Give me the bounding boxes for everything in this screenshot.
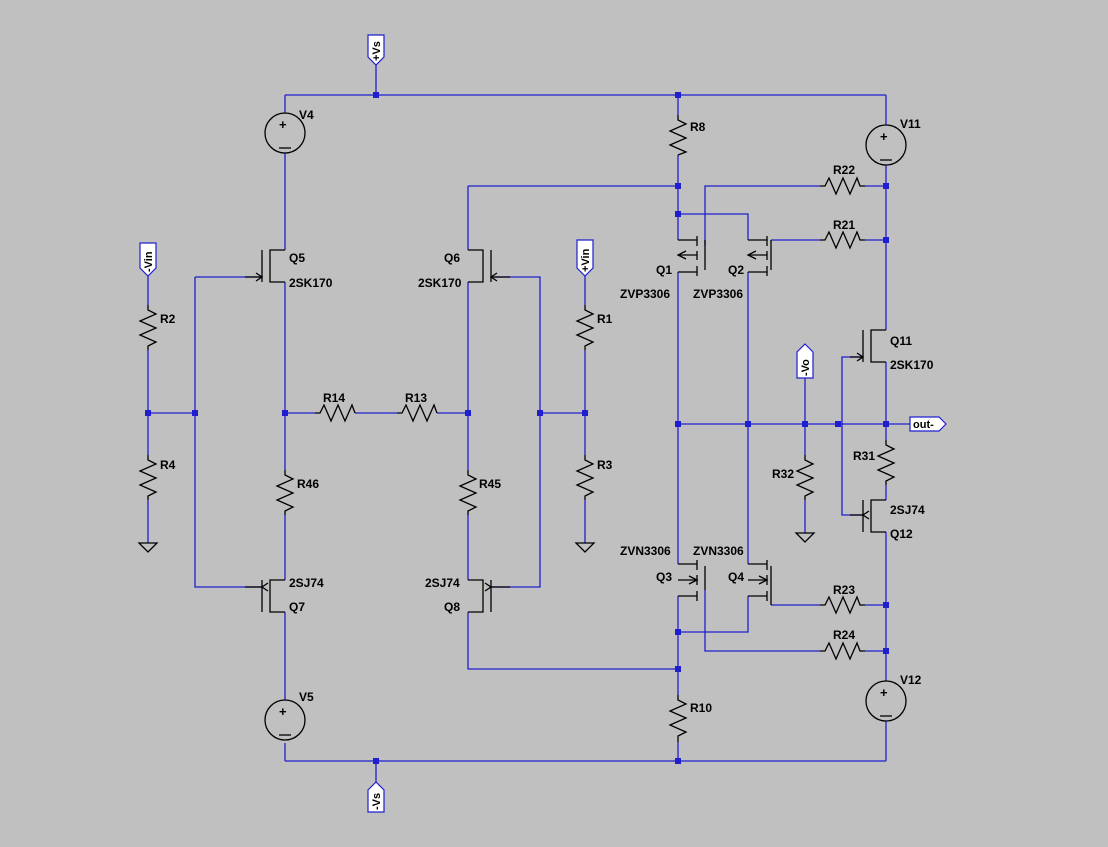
resistor-r22: R22 [820,163,865,196]
resistor-r23: R23 [820,583,865,615]
resistor-r46: R46 [275,470,319,515]
q1-label: Q1 [656,263,672,277]
q2-part: ZVP3306 [693,287,743,301]
r46-label: R46 [297,477,319,491]
mosfet-q2: Q2 ZVP3306 [693,236,772,301]
q5-part: 2SK170 [289,276,333,290]
jfet-q6: Q6 2SK170 [418,249,510,290]
q6-label: Q6 [444,251,460,265]
q2-label: Q2 [728,263,744,277]
svg-text:+: + [880,129,888,144]
q1-part: ZVP3306 [620,287,670,301]
q11-label: Q11 [890,334,912,348]
v4-label: V4 [299,108,314,122]
jfet-q5: Q5 2SK170 [245,249,333,290]
junction-dots [145,92,889,764]
port-vs-pos-label: +Vs [371,41,383,61]
mosfet-q1: Q1 ZVP3306 [620,236,706,301]
port-out-neg-label: out- [913,419,934,431]
jfet-q7: 2SJ74 Q7 [245,576,324,614]
r31-label: R31 [853,449,875,463]
q8-label: Q8 [444,600,460,614]
v12-label: V12 [900,673,922,687]
resistor-r2: R2 [138,305,176,350]
q4-part: ZVN3306 [693,544,744,558]
resistor-r1: R1 [575,305,613,350]
svg-text:+: + [880,685,888,700]
r22-label: R22 [833,163,855,177]
q3-part: ZVN3306 [620,544,671,558]
ground-symbol [794,532,816,543]
mosfet-q4: ZVN3306 Q4 [693,544,772,605]
r3-label: R3 [597,458,613,472]
r21-label: R21 [833,218,855,232]
r24-label: R24 [833,628,855,642]
v5-label: V5 [299,690,314,704]
port-vin-pos: +Vin [576,239,594,277]
voltage-source-v4: + V4 [264,108,314,154]
resistor-r14: R14 [315,391,356,423]
resistor-r21: R21 [820,218,865,250]
resistor-r24: R24 [820,628,865,661]
q12-part: 2SJ74 [890,503,925,517]
wires [147,65,910,782]
q7-label: Q7 [289,600,305,614]
resistor-r3: R3 [575,455,613,500]
resistor-r45: R45 [458,470,501,515]
resistor-r8: R8 [668,115,706,156]
r23-label: R23 [833,583,855,597]
resistor-r10: R10 [668,695,712,742]
q8-part: 2SJ74 [425,576,460,590]
r4-label: R4 [160,458,176,472]
q3-label: Q3 [656,570,672,584]
v11-label: V11 [900,117,921,131]
r8-label: R8 [690,120,706,134]
r45-label: R45 [479,477,501,491]
r13-label: R13 [405,391,427,405]
jfet-q8: 2SJ74 Q8 [425,576,510,614]
jfet-q12: 2SJ74 Q12 [850,499,925,541]
port-vin-neg: -Vin [139,242,157,277]
port-vo-neg: -Vo [796,343,814,379]
voltage-source-v11: + V11 [865,117,921,166]
resistor-r31: R31 [853,440,896,485]
resistor-r32: R32 [772,455,815,500]
port-vin-pos-label: +Vin [580,248,592,272]
q4-label: Q4 [728,570,744,584]
resistor-r4: R4 [138,455,176,500]
r32-label: R32 [772,467,794,481]
q12-label: Q12 [890,527,913,541]
q6-part: 2SK170 [418,276,462,290]
port-vs-pos: +Vs [367,34,385,66]
ground-symbol [137,542,159,553]
port-vs-neg-label: -Vs [371,793,383,810]
svg-text:+: + [279,704,287,719]
port-out-neg: out- [909,416,947,432]
port-vin-neg-label: -Vin [143,251,155,272]
q5-label: Q5 [289,251,305,265]
voltage-source-v12: + V12 [865,673,922,722]
r10-label: R10 [690,701,712,715]
ground-symbol [574,542,596,553]
svg-text:+: + [279,117,287,132]
q11-part: 2SK170 [890,358,934,372]
r2-label: R2 [160,312,176,326]
port-vo-neg-label: -Vo [800,359,812,376]
mosfet-q3: ZVN3306 Q3 [620,544,706,601]
q7-part: 2SJ74 [289,576,324,590]
port-vs-neg: -Vs [367,781,385,813]
r1-label: R1 [597,312,613,326]
jfet-q11: Q11 2SK170 [850,329,934,372]
resistor-r13: R13 [397,391,438,423]
voltage-source-v5: + V5 [264,690,314,741]
r14-label: R14 [323,391,345,405]
